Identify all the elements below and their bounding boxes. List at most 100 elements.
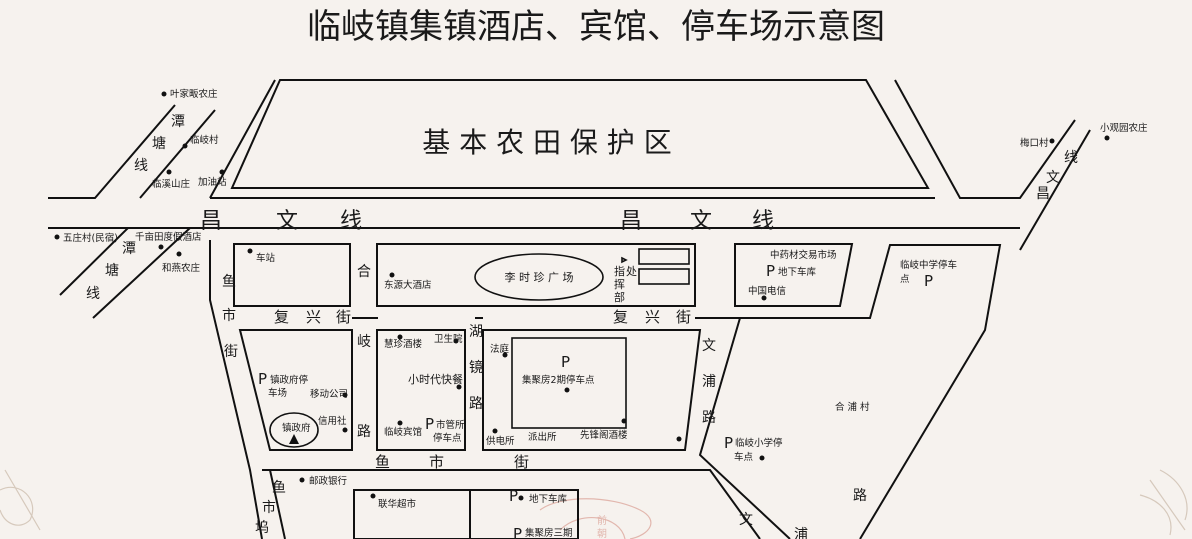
command-building-2 — [638, 268, 690, 285]
place-linqi-hotel: 临岐宾馆 — [384, 426, 422, 438]
place-clinic: 卫生院 — [434, 333, 463, 345]
place-xiaoguanyuan: 小观园农庄 — [1100, 122, 1148, 134]
watermark-seal: 前 朝 — [539, 498, 652, 539]
place-court: 法庭 — [490, 343, 510, 355]
road-yushi-char: 鱼 — [375, 453, 390, 471]
government-ellipse — [269, 412, 319, 448]
road-wenpu-char: 路 — [702, 410, 716, 426]
road-changwen-char: 昌 — [200, 209, 222, 234]
road-fuxing-char: 街 — [676, 308, 691, 326]
parking-markers: P P P P P P P P — [258, 262, 933, 539]
place-power: 供电所 — [486, 435, 515, 447]
road-heqi-char: 路 — [357, 424, 371, 440]
place-bus-station: 车站 — [256, 252, 276, 264]
road-hujing-char: 路 — [469, 396, 483, 412]
parking-icon: P — [924, 272, 933, 290]
place-command-char: 指 — [614, 264, 625, 278]
road-yushiwu-char: 鱼 — [272, 479, 286, 496]
place-linxi-shanzhuang: 临溪山庄 — [152, 178, 191, 190]
location-dot-icon — [54, 91, 1110, 501]
block-huizhen — [376, 329, 466, 451]
block-lianhua — [353, 489, 579, 539]
road-wenpu-char: 文 — [702, 338, 716, 354]
place-govt: 镇政府 — [282, 422, 311, 434]
parking-icon: P — [509, 487, 518, 505]
parking-icon: P — [724, 434, 733, 452]
place-govt-parking: 镇政府停 — [270, 374, 309, 386]
block-plaza — [376, 243, 696, 307]
farmland-zone-label: 基 本 农 田 保 护 区 — [422, 126, 671, 159]
place-hexi: 和燕农庄 — [162, 262, 201, 274]
road-tantang-char: 塘 — [152, 136, 166, 152]
command-building-1 — [638, 248, 690, 265]
road-wenpu-lower-char: 文 — [739, 512, 753, 528]
road-heqi-char: 合 — [357, 264, 371, 280]
place-zhongxue-parking: 临岐中学停车 — [900, 259, 957, 271]
block-government — [238, 329, 353, 451]
place-lishizhen: 李 时 珍 广 场 — [505, 270, 574, 284]
watermark-char: 朝 — [597, 528, 607, 539]
place-lianhua: 联华超市 — [378, 498, 417, 510]
block-herb-market — [734, 243, 854, 307]
place-herb-market: 中药材交易市场 — [770, 249, 837, 261]
place-underground-parking-1: 地下车库 — [778, 266, 817, 278]
block-court — [482, 329, 702, 451]
road-tantang-left-char: 塘 — [105, 263, 119, 279]
place-market-admin-parking: 市管所 — [436, 419, 465, 431]
parking-icon: P — [425, 415, 434, 433]
parking-icon: P — [766, 262, 775, 280]
road-fuxing-char: 兴 — [645, 308, 660, 326]
place-xiaoxue-parking: 车点 — [734, 451, 754, 463]
road-yushiwu-char: 市 — [262, 499, 276, 516]
place-jijufang3: 集聚房三期 — [525, 527, 573, 539]
road-wenpu-char: 浦 — [702, 374, 716, 390]
place-command-char: 部 — [614, 290, 625, 304]
place-command-char: 处 — [626, 265, 637, 278]
flag-icon — [621, 256, 628, 264]
road-changwen-ne-char: 文 — [1046, 170, 1060, 186]
road-heqi-char: 岐 — [357, 334, 371, 350]
place-yejia: 叶家畈农庄 — [170, 88, 218, 100]
road-fuxing-char: 复 — [274, 308, 289, 326]
parking-icon: P — [258, 370, 267, 388]
farmland-zone-outline — [230, 79, 930, 189]
road-wenpu-lower-char: 浦 — [794, 527, 808, 539]
road-fuxing-char: 兴 — [306, 308, 321, 326]
place-command-char: 挥 — [614, 278, 625, 291]
place-linqi-village: 临岐村 — [190, 134, 219, 146]
place-gas-station: 加油站 — [198, 176, 227, 188]
road-tantang-char: 线 — [134, 158, 148, 174]
road-yushi-left-char: 市 — [222, 307, 236, 324]
place-china-telecom: 中国电信 — [748, 285, 786, 297]
road-changwen-char: 文 — [690, 209, 712, 234]
place-labels: 叶家畈农庄 临岐村 临溪山庄 加油站 五庄村(民宿) 千亩田度假酒店 和燕农庄 … — [63, 88, 1148, 539]
road-yushi-char: 市 — [429, 453, 444, 471]
parking-icon: P — [561, 353, 570, 371]
road-lines — [48, 79, 1091, 539]
place-dongyuan: 东源大酒店 — [384, 279, 432, 291]
parking-icon: P — [513, 525, 522, 539]
city-blocks — [233, 243, 854, 539]
place-jijufang2: 集聚房2期停车点 — [522, 374, 595, 386]
road-fuxing-char: 复 — [613, 308, 628, 326]
block-jijufang2 — [511, 337, 627, 429]
road-tantang-char: 潭 — [171, 113, 185, 130]
place-zhongxue-parking: 点 — [900, 274, 910, 285]
place-xiaoshidai: 小时代快餐 — [408, 372, 463, 386]
place-meikou: 梅口村 — [1020, 137, 1049, 149]
place-xianfeng: 先锋阁酒楼 — [580, 429, 628, 441]
road-tantang-left-char: 线 — [86, 286, 100, 302]
map-title: 临岐镇集镇酒店、宾馆、停车场示意图 — [307, 7, 885, 47]
block-bus-station — [233, 243, 351, 307]
road-changwen-char: 文 — [276, 209, 298, 234]
road-changwen-ne-char: 昌 — [1036, 186, 1050, 202]
road-changwen-ne-char: 线 — [1064, 150, 1078, 166]
lishizhen-plaza-shape — [474, 253, 604, 301]
road-changwen-char: 线 — [340, 209, 362, 234]
place-wuzhuang: 五庄村(民宿) — [63, 232, 118, 244]
place-xiaoxue-parking: 临岐小学停 — [735, 437, 783, 449]
place-market-admin-parking: 停车点 — [433, 432, 462, 444]
road-changwen-char: 昌 — [620, 209, 642, 234]
place-post-bank: 邮政银行 — [309, 475, 348, 487]
